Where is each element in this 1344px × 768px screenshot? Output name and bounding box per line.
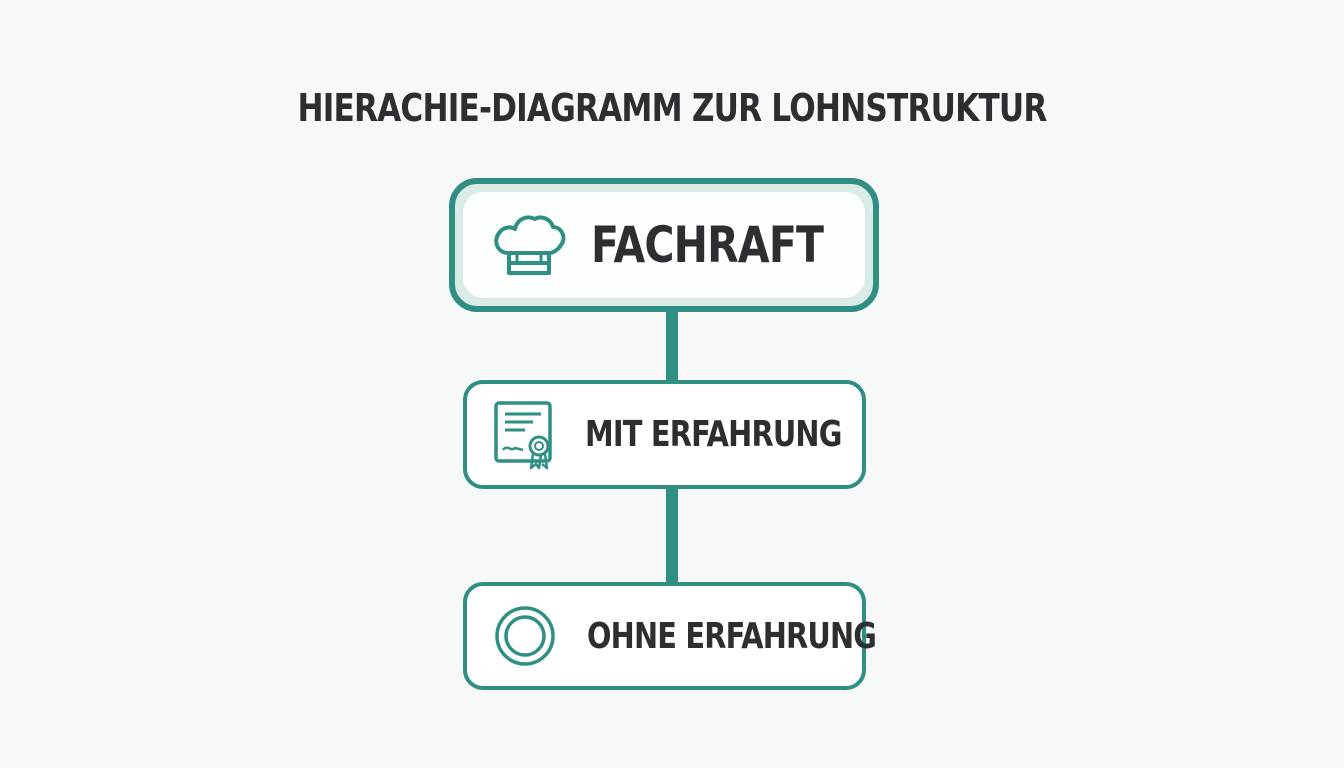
certificate-icon: [493, 400, 557, 470]
connector-top-mid: [666, 310, 678, 382]
diagram-title: HIERACHIE-DIAGRAMM ZUR LOHNSTRUKTUR: [297, 86, 1047, 130]
node-fachkraft: FACHRAFT: [449, 178, 879, 312]
node-label-fachkraft: FACHRAFT: [591, 216, 824, 274]
node-label-mit-erfahrung: MIT ERFAHRUNG: [585, 414, 842, 455]
chef-hat-icon: [491, 211, 567, 279]
node-label-ohne-erfahrung: OHNE ERFAHRUNG: [587, 615, 877, 657]
node-ohne-erfahrung: OHNE ERFAHRUNG: [463, 582, 877, 690]
connector-mid-bot: [666, 487, 678, 584]
circle-icon: [493, 604, 557, 668]
node-mit-erfahrung: MIT ERFAHRUNG: [463, 380, 866, 489]
